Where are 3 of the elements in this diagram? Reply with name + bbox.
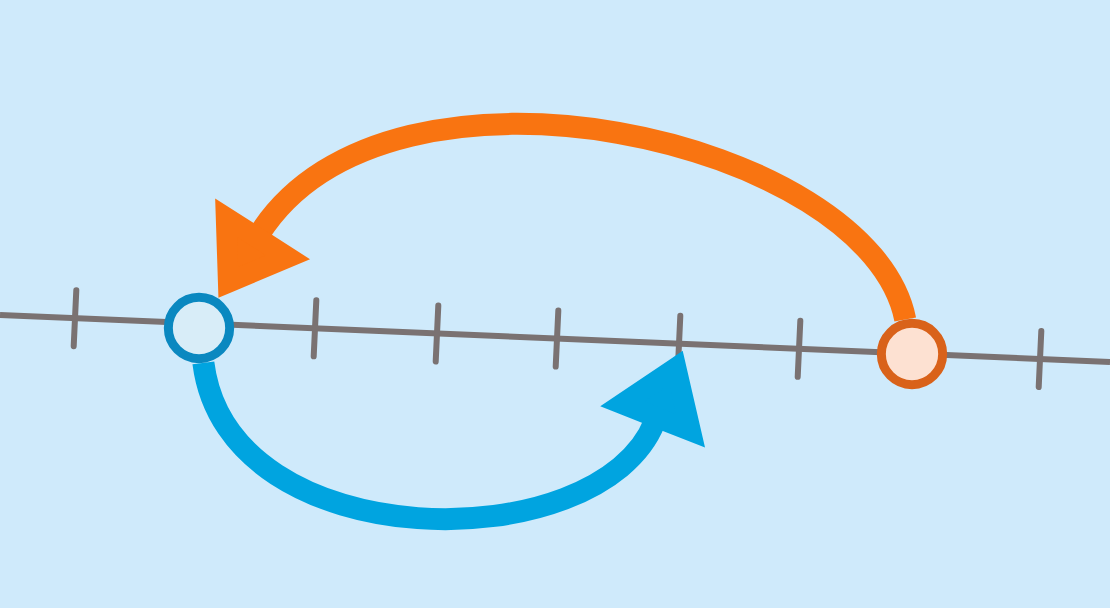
point-circle [163,292,235,364]
curved-arrow [215,113,916,324]
point-circle [876,318,948,390]
